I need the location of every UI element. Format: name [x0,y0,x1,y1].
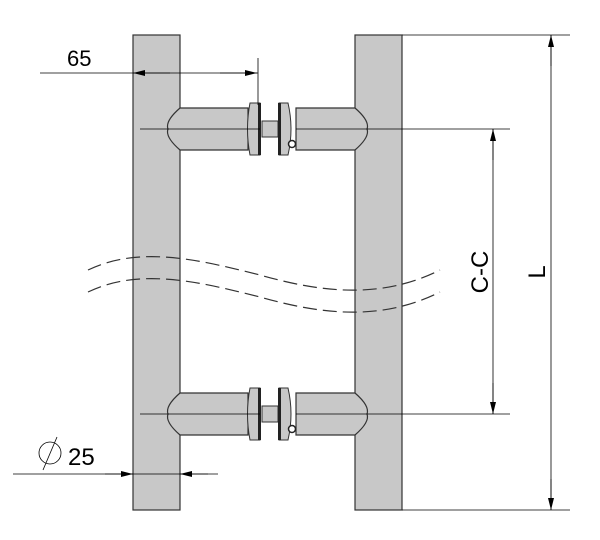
left-bar [132,34,181,511]
offset-dimension [40,58,259,105]
length-dimension [402,34,570,511]
spacer [261,120,279,138]
diameter-dimension [13,436,218,477]
right-washer [278,102,292,156]
break-lines [87,256,441,313]
length-label: L [524,265,551,278]
spacer [261,405,279,423]
offset-label: 65 [67,46,91,71]
right-gasket [278,103,281,155]
set-screw-icon [287,139,297,149]
center-to-center-label: C-C [467,251,494,294]
diameter-label: 25 [68,444,95,471]
center-lines [140,128,510,415]
right-washer [278,387,292,441]
right-gasket [278,388,281,440]
set-screw-icon [287,424,297,434]
right-bar [354,34,403,511]
